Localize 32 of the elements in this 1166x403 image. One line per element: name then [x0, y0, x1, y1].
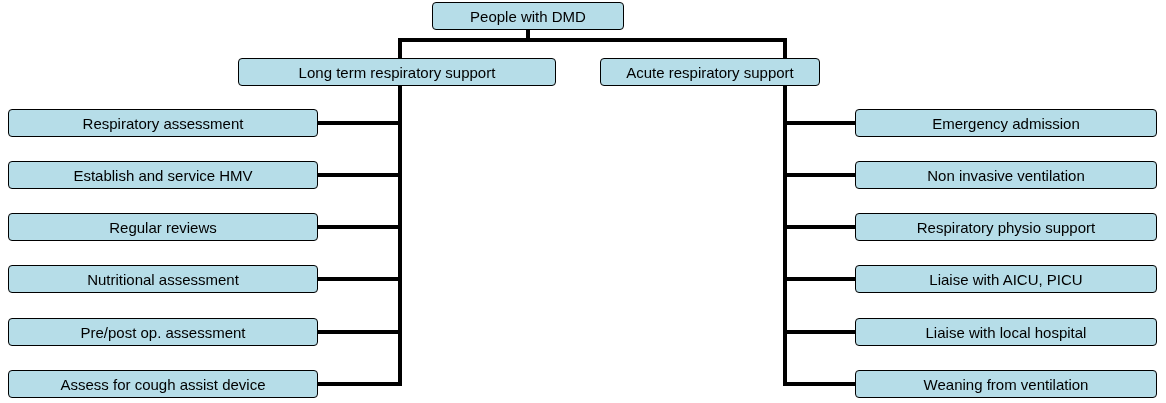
box-label: Liaise with AICU, PICU — [929, 270, 1083, 288]
process-box — [855, 161, 1157, 189]
box-label: Emergency admission — [932, 114, 1080, 132]
box-label: Weaning from ventilation — [923, 375, 1089, 393]
box-label: Establish and service HMV — [73, 166, 253, 184]
process-box — [8, 213, 318, 241]
box-label: Pre/post op. assessment — [80, 323, 246, 341]
process-box — [8, 161, 318, 189]
process-box — [855, 213, 1157, 241]
process-box — [855, 109, 1157, 137]
box-label: Assess for cough assist device — [60, 375, 266, 393]
connector-line — [318, 86, 402, 386]
process-box — [8, 265, 318, 293]
process-box — [855, 318, 1157, 346]
box-label: Liaise with local hospital — [925, 323, 1087, 341]
process-box — [600, 58, 820, 86]
box-label: Nutritional assessment — [87, 270, 239, 288]
process-box — [855, 265, 1157, 293]
box-label: Long term respiratory support — [298, 63, 496, 81]
connector-line — [526, 30, 787, 58]
box-label: Non invasive ventilation — [927, 166, 1085, 184]
box-label: People with DMD — [470, 7, 586, 25]
process-box — [8, 370, 318, 398]
box-label: Regular reviews — [109, 218, 217, 236]
box-label: Respiratory assessment — [82, 114, 244, 132]
box-label: Respiratory physio support — [916, 218, 1096, 236]
process-box — [238, 58, 556, 86]
box-label: Acute respiratory support — [626, 63, 794, 81]
process-box — [432, 2, 624, 30]
process-box — [8, 109, 318, 137]
process-box — [8, 318, 318, 346]
process-box — [855, 370, 1157, 398]
